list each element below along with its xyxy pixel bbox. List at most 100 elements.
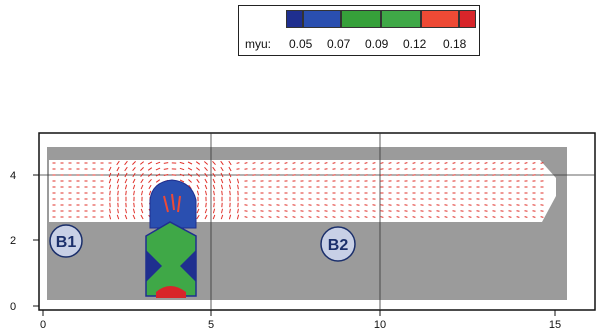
velocity-vector <box>140 172 144 178</box>
velocity-vector <box>197 202 199 208</box>
velocity-vector <box>220 184 224 190</box>
velocity-vector <box>212 184 216 190</box>
velocity-vector <box>155 173 161 177</box>
velocity-vector <box>508 162 512 164</box>
velocity-vector <box>452 210 456 212</box>
velocity-vector <box>324 162 328 164</box>
velocity-vector <box>540 216 544 218</box>
velocity-vector <box>220 166 224 172</box>
velocity-vector <box>204 214 208 220</box>
velocity-vector <box>195 161 201 165</box>
velocity-vector <box>155 167 161 171</box>
velocity-vector <box>524 216 528 218</box>
velocity-vector <box>276 162 280 164</box>
velocity-vector <box>116 172 120 178</box>
velocity-vector <box>540 168 544 170</box>
velocity-vector <box>203 161 209 165</box>
velocity-vectors <box>52 160 544 220</box>
velocity-vector <box>292 216 296 218</box>
velocity-vector <box>348 216 352 218</box>
x-axis <box>42 310 556 316</box>
velocity-vector <box>132 166 136 172</box>
velocity-vector <box>444 216 448 218</box>
velocity-vector <box>444 168 448 170</box>
velocity-vector <box>452 168 456 170</box>
velocity-vector <box>452 162 456 164</box>
legend-value-5: 0.18 <box>443 37 467 51</box>
velocity-vector <box>204 178 208 184</box>
velocity-vector <box>252 216 256 218</box>
velocity-vector <box>300 168 304 170</box>
region-b1: B1 <box>49 224 83 258</box>
legend-value-3: 0.09 <box>365 37 389 51</box>
velocity-vector <box>117 190 119 196</box>
velocity-vector <box>212 208 216 214</box>
velocity-vector <box>244 210 248 212</box>
velocity-vector <box>316 210 320 212</box>
velocity-vector <box>532 168 536 170</box>
legend-swatch-4 <box>381 10 421 28</box>
velocity-vector <box>436 168 440 170</box>
velocity-vector <box>276 210 280 212</box>
velocity-vector <box>163 174 169 176</box>
vehicle-side-blue-right <box>180 250 196 282</box>
velocity-vector <box>140 184 144 190</box>
velocity-vector <box>500 168 504 170</box>
velocity-vector <box>404 210 408 212</box>
velocity-vector <box>332 162 336 164</box>
velocity-vector <box>348 168 352 170</box>
velocity-vector <box>332 210 336 212</box>
velocity-vector <box>109 184 111 190</box>
velocity-vector <box>516 162 520 164</box>
velocity-vector <box>244 162 248 164</box>
legend-swatch-2 <box>303 10 341 28</box>
velocity-vector <box>228 214 232 220</box>
velocity-vector <box>108 166 112 172</box>
velocity-vector <box>420 162 424 164</box>
velocity-vector <box>508 168 512 170</box>
velocity-vector <box>532 216 536 218</box>
velocity-vector <box>229 184 231 190</box>
velocity-vector <box>117 184 119 190</box>
velocity-vector <box>396 162 400 164</box>
velocity-vector <box>140 178 144 184</box>
vehicle-object <box>145 179 197 298</box>
velocity-vector <box>109 190 111 196</box>
velocity-vector <box>460 216 464 218</box>
velocity-vector <box>236 162 240 164</box>
velocity-vector <box>141 190 143 196</box>
velocity-vector <box>300 162 304 164</box>
velocity-vector <box>388 216 392 218</box>
velocity-vector <box>132 184 136 190</box>
velocity-vector <box>500 162 504 164</box>
velocity-vector <box>108 178 112 184</box>
velocity-vector <box>412 216 416 218</box>
velocity-vector <box>412 210 416 212</box>
velocity-vector <box>179 161 185 165</box>
velocity-vector <box>348 162 352 164</box>
velocity-vector <box>236 214 240 220</box>
velocity-vector <box>221 208 223 214</box>
velocity-vector <box>179 179 185 183</box>
velocity-vector <box>356 168 360 170</box>
velocity-vector <box>276 168 280 170</box>
velocity-vector <box>404 162 408 164</box>
velocity-vector <box>508 216 512 218</box>
velocity-vector <box>516 210 520 212</box>
velocity-vector <box>204 172 208 178</box>
velocity-vector <box>380 210 384 212</box>
velocity-vector <box>332 168 336 170</box>
velocity-vector <box>155 179 161 183</box>
x-tick-label-5: 5 <box>208 319 214 331</box>
velocity-vector <box>221 190 223 196</box>
velocity-vector <box>140 167 144 171</box>
y-tick-label-2: 2 <box>10 235 16 247</box>
velocity-vector <box>187 173 193 177</box>
velocity-vector <box>260 162 264 164</box>
velocity-vector <box>237 184 239 190</box>
velocity-vector <box>316 168 320 170</box>
velocity-vector <box>292 210 296 212</box>
velocity-vector <box>141 202 143 208</box>
velocity-vector <box>484 210 488 212</box>
velocity-vector <box>420 216 424 218</box>
